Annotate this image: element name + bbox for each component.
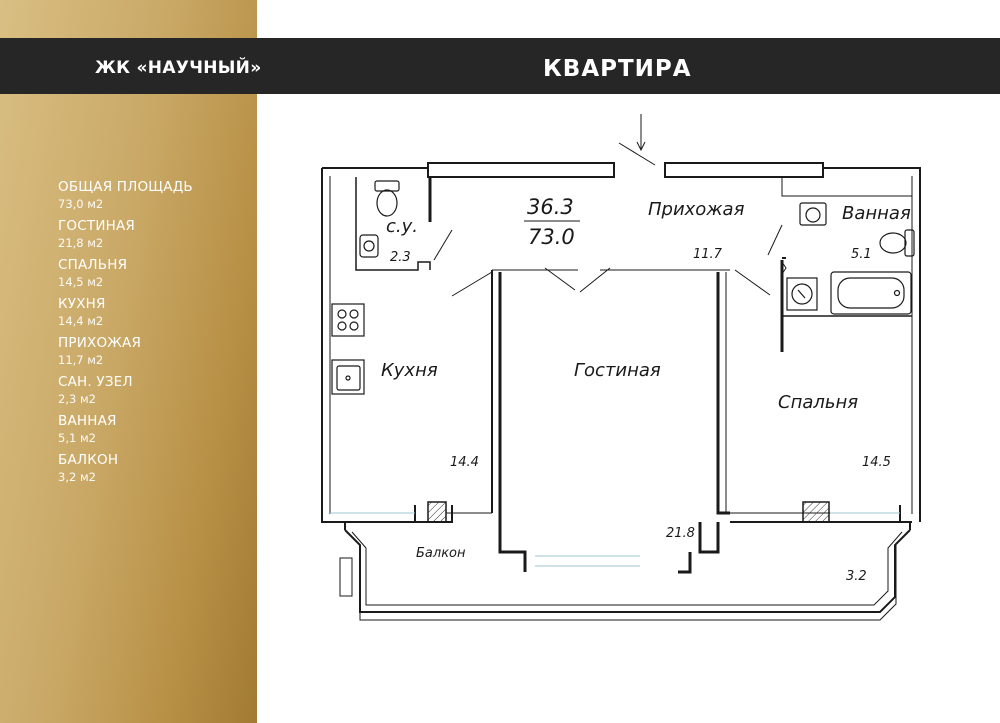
stat-living-room: ГОСТИНАЯ 21,8 м2 [58, 217, 193, 251]
stat-label: ВАННАЯ [58, 413, 117, 429]
stat-label: ПРИХОЖАЯ [58, 335, 142, 351]
stat-label: БАЛКОН [58, 452, 119, 468]
room-area-wc: 2.3 [390, 250, 411, 265]
water-heater-icon [786, 277, 818, 311]
room-area-bath: 5.1 [851, 247, 872, 262]
room-area-kitchen: 14.4 [450, 455, 479, 470]
gold-sidebar [0, 0, 257, 723]
living-area-value: 36.3 [527, 195, 574, 219]
total-area-value: 73.0 [528, 225, 575, 249]
door-swings [433, 142, 783, 297]
bath-toilet-icon [879, 229, 915, 257]
stat-label: СПАЛЬНЯ [58, 257, 128, 273]
stat-label: КУХНЯ [58, 296, 106, 312]
room-area-living: 21.8 [666, 526, 695, 541]
stat-balcony: БАЛКОН 3,2 м2 [58, 451, 193, 485]
room-label-living: Гостиная [574, 360, 661, 381]
wc-sink-icon [359, 234, 379, 258]
stat-value: 5,1 м2 [58, 431, 96, 445]
stat-total: ОБЩАЯ ПЛОЩАДЬ 73,0 м2 [58, 178, 193, 212]
stat-value: 3,2 м2 [58, 470, 96, 484]
room-label-wc: с.у. [386, 216, 418, 237]
column-left [427, 501, 447, 523]
stat-value: 14,4 м2 [58, 314, 104, 328]
room-label-bath: Ванная [842, 203, 911, 224]
column-right [802, 501, 830, 523]
stat-value: 11,7 м2 [58, 353, 104, 367]
stat-label: ГОСТИНАЯ [58, 218, 135, 234]
kitchen-sink-icon [331, 359, 365, 395]
stat-wc: САН. УЗЕЛ 2,3 м2 [58, 373, 193, 407]
toilet-icon [374, 180, 400, 217]
room-area-bedroom: 14.5 [862, 455, 891, 470]
stat-hallway: ПРИХОЖАЯ 11,7 м2 [58, 334, 193, 368]
stat-value: 14,5 м2 [58, 275, 104, 289]
walls [321, 162, 921, 621]
entrance-arrow-icon [636, 114, 646, 152]
stat-value: 2,3 м2 [58, 392, 96, 406]
room-area-balcony: 3.2 [846, 569, 867, 584]
project-name: ЖК «НАУЧНЫЙ» [95, 58, 262, 78]
page-title: КВАРТИРА [543, 56, 692, 82]
floor-plan: 36.3 73.0 с.у. 2.3 Прихожая 11.7 Ванная … [321, 114, 921, 621]
bathtub-icon [830, 271, 912, 315]
stat-bathroom: ВАННАЯ 5,1 м2 [58, 412, 193, 446]
bath-sink-icon [799, 202, 827, 226]
stat-value: 73,0 м2 [58, 197, 104, 211]
room-label-balcony: Балкон [416, 546, 466, 561]
room-area-hall: 11.7 [693, 247, 723, 262]
stove-icon [331, 303, 365, 337]
room-label-kitchen: Кухня [381, 360, 438, 381]
room-label-bedroom: Спальня [778, 392, 858, 413]
stat-label: ОБЩАЯ ПЛОЩАДЬ [58, 179, 193, 195]
stat-label: САН. УЗЕЛ [58, 374, 133, 390]
stat-kitchen: КУХНЯ 14,4 м2 [58, 295, 193, 329]
header-bar [0, 38, 1000, 94]
area-stats-list: ОБЩАЯ ПЛОЩАДЬ 73,0 м2 ГОСТИНАЯ 21,8 м2 С… [58, 178, 193, 490]
room-label-hall: Прихожая [648, 199, 745, 220]
stat-bedroom: СПАЛЬНЯ 14,5 м2 [58, 256, 193, 290]
stat-value: 21,8 м2 [58, 236, 104, 250]
